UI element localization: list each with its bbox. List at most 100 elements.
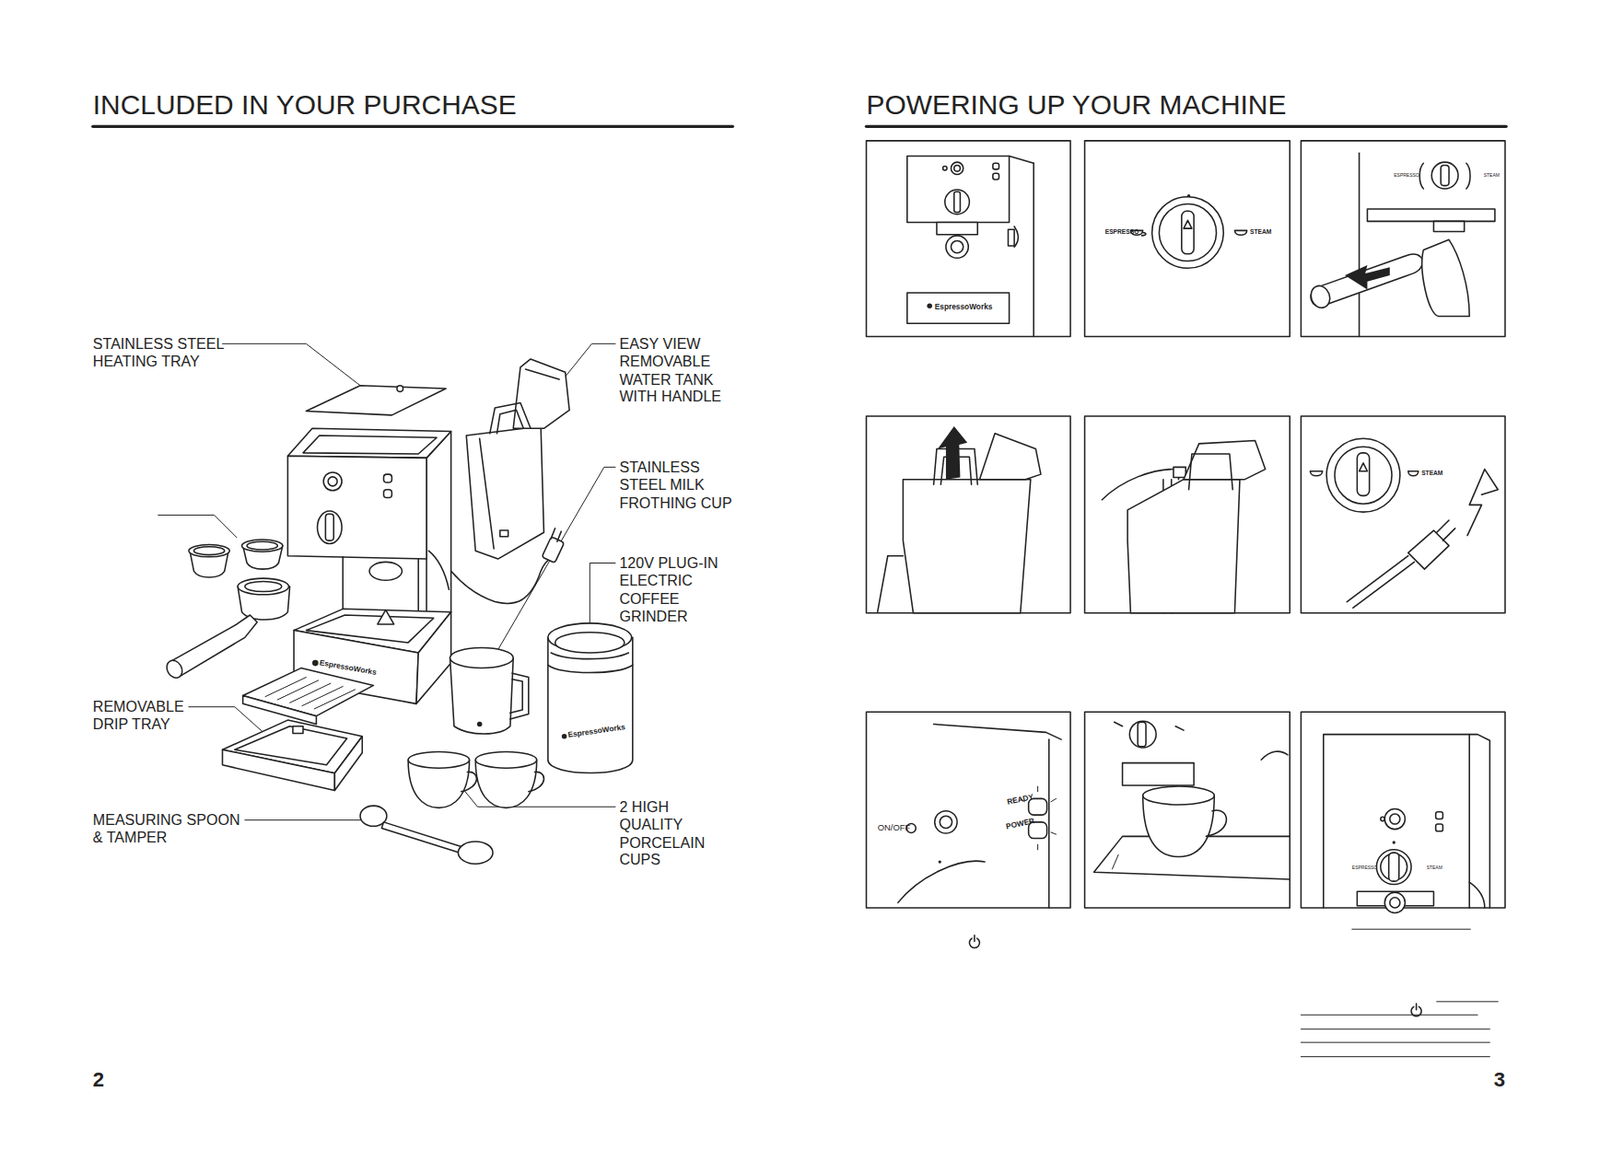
part-label: 120V PLUG-IN ELECTRIC COFFEE GRINDER: [618, 555, 726, 627]
selector-dial-illustration: [1158, 204, 1216, 262]
selector-dial-illustration: [1152, 197, 1225, 269]
machine-illustration: [341, 557, 344, 613]
measuring-spoon-illustration: [360, 805, 493, 865]
machine-ready-illustration: [1380, 817, 1385, 821]
power-cord-illustration: [451, 528, 565, 605]
section-heading: POWERING UP YOUR MACHINE: [866, 88, 1287, 122]
machine-front-illustration: [907, 292, 1010, 324]
button-label: ON/OFF: [877, 822, 911, 833]
water-tank-fill-illustration: [1173, 467, 1186, 478]
heading-rule: [866, 125, 1507, 129]
water-tank-illustration: [466, 426, 544, 560]
step-panel: [1085, 140, 1291, 338]
water-tank-illustration: [466, 359, 570, 560]
machine-front-illustration: [1007, 229, 1015, 246]
heading-rule: [93, 126, 1507, 129]
machine-front-illustration: [1009, 155, 1035, 164]
measuring-spoon-illustration: [381, 822, 461, 853]
cup-brewing-illustration: [1261, 751, 1288, 760]
plug-in-illustration: [1309, 471, 1322, 477]
drip-tray-illustration: [290, 683, 331, 703]
cup-brewing-illustration: [1114, 722, 1184, 731]
part-label: STAINLESS STEEL HEATING TRAY: [93, 335, 246, 372]
selector-dial-illustration: [1234, 230, 1247, 235]
plug-in-illustration: [1356, 453, 1369, 497]
leader-line: [158, 514, 237, 538]
filter-basket-illustration: [193, 547, 224, 556]
leader-line: [589, 562, 616, 624]
page-number: 2: [93, 1067, 105, 1093]
grinder-illustration: [561, 734, 568, 740]
selector-dial-illustration: [1183, 220, 1192, 229]
water-tank-illustration: [500, 530, 509, 538]
power-symbol: [973, 935, 976, 943]
plug-in-illustration: [1334, 446, 1392, 504]
milk-cup-illustration: [450, 647, 514, 668]
heating-tray-illustration: [397, 385, 404, 393]
dial-label: ESPRESSO: [1105, 228, 1140, 236]
machine-illustration: [287, 428, 451, 458]
portafilter-insert-illustration: [1344, 265, 1390, 291]
machine-front-illustration: [992, 173, 1000, 180]
water-tank-lift-illustration: [937, 426, 968, 480]
water-tank-lift-illustration: [979, 433, 1040, 480]
power-button-illustration: [1037, 786, 1039, 793]
power-cord-illustration: [557, 531, 561, 542]
power-button-illustration: [934, 724, 1062, 741]
section-heading: INCLUDED IN YOUR PURCHASE: [93, 88, 517, 122]
grinder-illustration: [550, 653, 629, 660]
selector-dial-illustration: [1130, 194, 1247, 269]
machine-illustration: [428, 550, 449, 590]
portafilter-insert-illustration: [1308, 152, 1495, 337]
power-cord-illustration: [451, 556, 554, 605]
plug-in-illustration: [1467, 469, 1498, 537]
machine-illustration: [325, 513, 334, 541]
dial-label: STEAM: [1249, 228, 1272, 236]
part-label: EASY VIEW REMOVABLE WATER TANK WITH HAND…: [618, 335, 736, 407]
machine-front-illustration: [954, 164, 961, 172]
brand-logo: EspressoWorks: [934, 302, 993, 312]
portafilter-insert-illustration: [1358, 152, 1361, 337]
part-label: MEASURING SPOON & TAMPER: [93, 812, 246, 849]
portafilter-illustration: [163, 578, 291, 681]
heating-tray-illustration: [305, 385, 446, 416]
step-panel: [866, 416, 1072, 614]
dial-label: STEAM: [1483, 172, 1500, 178]
machine-front-illustration: [926, 303, 933, 310]
machine-front-illustration: [950, 162, 963, 175]
milk-cup-illustration: [477, 722, 483, 728]
power-symbol: [969, 935, 1422, 1017]
power-button-illustration: [898, 724, 1062, 909]
plug-in-illustration: [1442, 528, 1455, 541]
part-label: REMOVABLE DRIP TRAY: [93, 699, 196, 736]
milk-cup-illustration: [510, 679, 523, 714]
water-tank-fill-illustration: [1189, 454, 1234, 491]
leader-line: [158, 343, 616, 820]
power-button-illustration: [898, 861, 985, 903]
filter-basket-illustration: [188, 539, 283, 578]
machine-illustration: [417, 559, 420, 618]
drip-tray-illustration: [221, 668, 374, 792]
step-panel: [1300, 712, 1506, 909]
text-placeholder-line: [1300, 929, 1498, 1057]
step-panel: [1300, 416, 1506, 614]
portafilter-insert-illustration: [1431, 162, 1459, 189]
text-placeholder-line: [1300, 1056, 1490, 1058]
dial-label: STEAM: [1426, 864, 1443, 871]
water-tank-lift-illustration: [902, 479, 1030, 614]
water-tank-illustration: [513, 359, 570, 429]
drip-tray-illustration: [243, 696, 317, 725]
measuring-spoon-illustration: [457, 841, 493, 865]
milk-cup-illustration: [450, 647, 529, 735]
porcelain-cup-illustration: [528, 771, 545, 792]
machine-ready-illustration: [1389, 898, 1401, 909]
grinder-illustration: [548, 623, 633, 774]
cup-brewing-illustration: [1129, 721, 1157, 748]
machine-ready-illustration: [1389, 852, 1400, 882]
portafilter-illustration: [237, 578, 289, 596]
plug-in-illustration: [1326, 438, 1401, 513]
text-placeholder-line: [1300, 1015, 1478, 1017]
grinder-illustration: [555, 632, 625, 654]
water-tank-illustration: [479, 438, 495, 549]
